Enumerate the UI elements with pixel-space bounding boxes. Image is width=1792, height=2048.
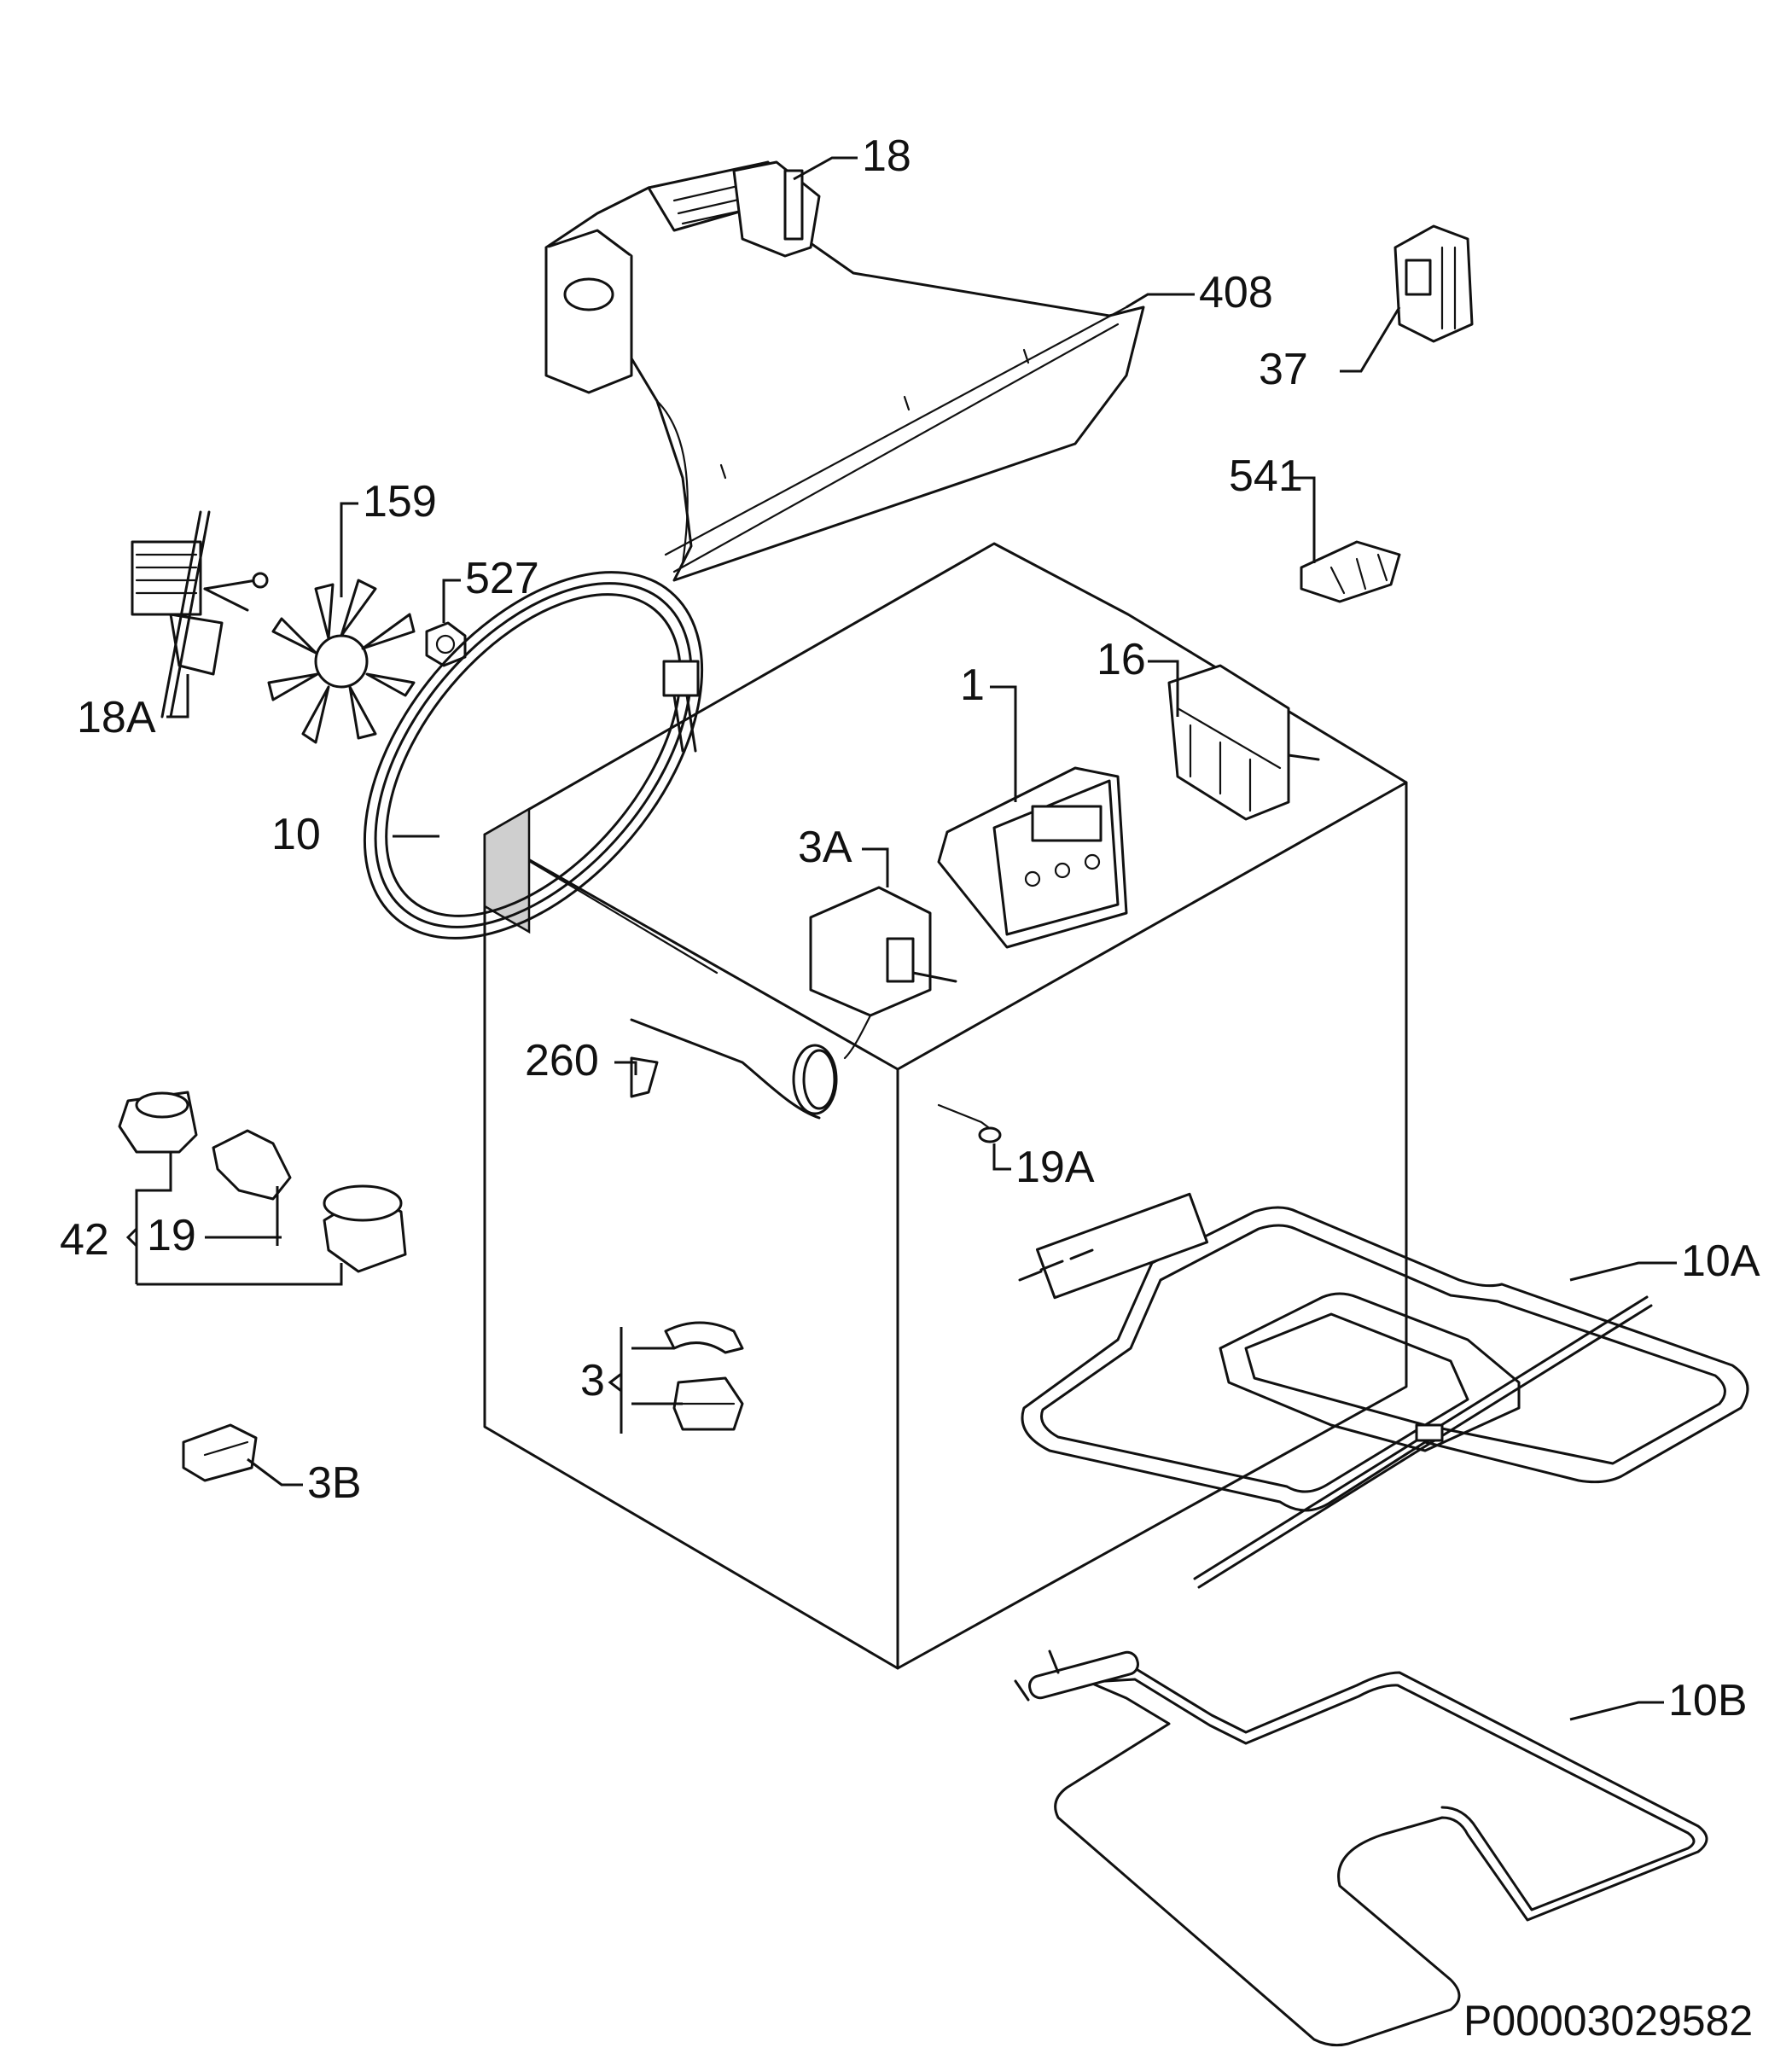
label-37: 37 xyxy=(1259,345,1308,394)
label-10a: 10A xyxy=(1681,1236,1760,1286)
label-3: 3 xyxy=(580,1356,605,1405)
label-3b: 3B xyxy=(307,1458,362,1508)
timer-module-1 xyxy=(937,766,1128,949)
callout-labels: 18 408 37 541 159 527 18A 16 1 10 3A 260… xyxy=(60,131,1760,2045)
label-16: 16 xyxy=(1097,635,1146,684)
label-10: 10 xyxy=(271,810,321,859)
lamp-wire-19a xyxy=(937,1103,1002,1143)
label-18a: 18A xyxy=(77,693,156,742)
thermostat-3a xyxy=(809,886,957,1060)
lamp-group-42 xyxy=(118,1091,407,1273)
bottom-element-10b xyxy=(1014,1649,1708,2047)
fan-cover-408 xyxy=(544,160,1145,582)
label-1: 1 xyxy=(960,660,985,710)
fan-motor-18a xyxy=(131,510,269,719)
micro-switch-541 xyxy=(1300,540,1401,603)
grill-element-10a xyxy=(1018,1192,1749,1589)
label-19a: 19A xyxy=(1015,1143,1095,1192)
label-3a: 3A xyxy=(798,823,852,872)
label-541: 541 xyxy=(1229,451,1303,501)
reference-number: P00003029582 xyxy=(1463,1997,1753,2045)
door-switch-37 xyxy=(1393,224,1474,343)
label-159: 159 xyxy=(363,477,437,527)
circular-element-10 xyxy=(363,571,704,940)
clips-3 xyxy=(664,1321,744,1431)
selector-switch-16 xyxy=(1167,664,1320,821)
label-18: 18 xyxy=(862,131,911,181)
safety-thermostat-3b xyxy=(182,1423,258,1482)
fan-nut-527 xyxy=(425,621,467,667)
label-19: 19 xyxy=(147,1211,196,1260)
label-527: 527 xyxy=(465,554,539,603)
label-42: 42 xyxy=(60,1215,109,1265)
label-10b: 10B xyxy=(1668,1676,1748,1725)
fan-blade-159 xyxy=(267,579,416,744)
label-260: 260 xyxy=(525,1036,599,1085)
label-408: 408 xyxy=(1199,268,1273,317)
leader-lines xyxy=(125,156,1677,1721)
thermostat-capillary-260 xyxy=(630,1018,838,1120)
